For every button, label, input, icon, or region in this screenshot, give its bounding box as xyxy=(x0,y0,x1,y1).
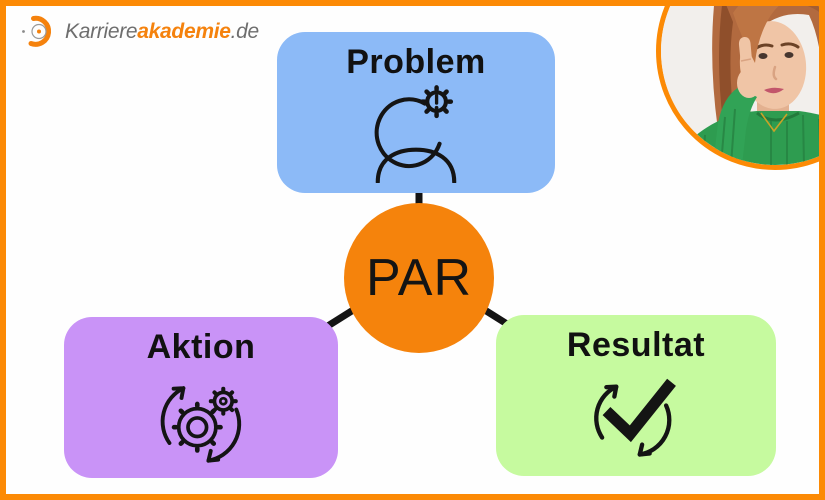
brand-karriere: Karriere xyxy=(65,20,138,43)
target-rings-icon xyxy=(22,15,52,47)
node-problem-label: Problem xyxy=(346,43,486,81)
brand-akademie: akademie xyxy=(137,20,231,43)
node-resultat: Resultat xyxy=(496,315,776,476)
center-par-circle: PAR xyxy=(344,203,494,353)
person-head-gear-exclamation-icon xyxy=(374,85,457,184)
center-par-label: PAR xyxy=(365,249,473,307)
brand-logo: Karriereakademie.de xyxy=(20,13,259,51)
checkmark-cycle-arrows-icon xyxy=(594,379,676,458)
node-problem: Problem xyxy=(277,32,555,193)
node-aktion-label: Aktion xyxy=(146,328,256,366)
node-resultat-label: Resultat xyxy=(566,326,706,364)
gears-cycle-arrows-icon xyxy=(160,386,242,463)
brand-suffix: .de xyxy=(230,20,260,43)
node-aktion: Aktion xyxy=(64,317,338,478)
brand-wordmark: Karriereakademie.de xyxy=(65,20,259,44)
